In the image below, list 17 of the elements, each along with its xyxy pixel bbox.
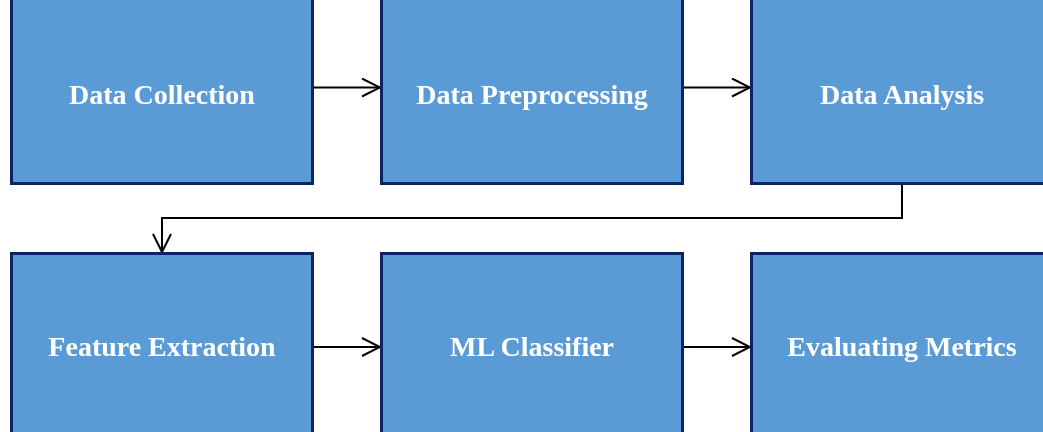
box-label: Data Preprocessing <box>416 79 648 111</box>
box-label: ML Classifier <box>449 331 615 363</box>
box-label: Data Analysis <box>819 79 985 111</box>
process-box <box>10 0 314 185</box>
box-label: Feature Extraction <box>48 331 276 363</box>
box-label: Evaluating Metrics <box>787 331 1017 363</box>
process-box <box>380 0 684 185</box>
arrow <box>313 77 381 98</box>
process-box <box>750 0 1043 185</box>
box-label: Data Collection <box>69 79 255 111</box>
arrow <box>152 184 903 253</box>
arrow <box>683 77 751 98</box>
process-box <box>380 252 684 432</box>
arrow <box>683 337 751 357</box>
process-box <box>10 252 314 432</box>
process-box <box>750 252 1043 432</box>
arrow <box>313 337 381 357</box>
